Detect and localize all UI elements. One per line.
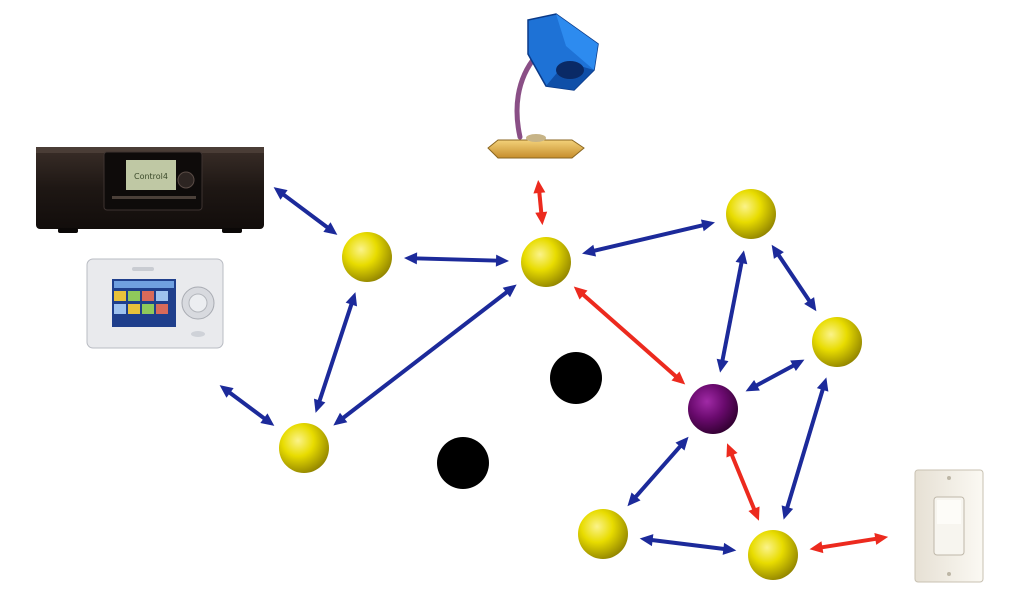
nodes-layer bbox=[279, 189, 862, 580]
link-line bbox=[226, 389, 268, 422]
link-line bbox=[729, 451, 757, 513]
link-line bbox=[413, 256, 500, 263]
arrowhead bbox=[273, 187, 288, 200]
link-line bbox=[775, 251, 813, 305]
link-n2-n4 bbox=[582, 219, 715, 257]
arrowhead bbox=[671, 371, 686, 385]
yellow-node bbox=[812, 317, 862, 367]
link-n4-n5 bbox=[771, 244, 817, 312]
arrowhead bbox=[781, 505, 794, 520]
arrowhead bbox=[804, 297, 817, 312]
link-line bbox=[579, 291, 680, 380]
arrowhead bbox=[745, 379, 760, 392]
arrowhead bbox=[771, 244, 784, 259]
arrowhead bbox=[790, 359, 805, 372]
link-line bbox=[819, 536, 879, 550]
link-line bbox=[784, 386, 826, 511]
arrowhead bbox=[333, 412, 348, 426]
yellow-node bbox=[279, 423, 329, 473]
arrowhead bbox=[809, 541, 824, 554]
arrowhead bbox=[700, 219, 715, 232]
link-n7-n8 bbox=[639, 534, 737, 555]
link-n6-n7 bbox=[627, 436, 689, 507]
link-n4-n6 bbox=[716, 250, 748, 373]
arrowhead bbox=[260, 413, 275, 426]
arrowhead bbox=[403, 252, 418, 265]
arrowhead bbox=[748, 506, 760, 521]
touch-panel-icon bbox=[86, 258, 224, 349]
arrowhead bbox=[582, 244, 597, 257]
yellow-node bbox=[578, 509, 628, 559]
controller-box-icon: Control4 bbox=[36, 147, 264, 233]
purple-node bbox=[688, 384, 738, 434]
arrowhead bbox=[323, 222, 338, 235]
arrowhead bbox=[726, 443, 738, 458]
arrowhead bbox=[502, 284, 517, 298]
wall-switch-icon bbox=[914, 469, 984, 583]
arrowhead bbox=[874, 532, 889, 545]
link-line bbox=[591, 222, 706, 254]
black-node bbox=[550, 352, 602, 404]
link-n1-n3 bbox=[313, 292, 358, 413]
arrowhead bbox=[816, 377, 829, 392]
yellow-node bbox=[726, 189, 776, 239]
arrowhead bbox=[722, 542, 737, 555]
link-touchpanel-n3 bbox=[219, 385, 275, 426]
yellow-node bbox=[748, 530, 798, 580]
link-line bbox=[753, 362, 797, 389]
yellow-node bbox=[521, 237, 571, 287]
link-n8-switch bbox=[809, 532, 889, 554]
link-n6-n8 bbox=[726, 443, 760, 521]
link-lamp-n2 bbox=[533, 179, 548, 226]
link-line bbox=[632, 442, 684, 501]
links-layer bbox=[219, 179, 889, 555]
arrowhead bbox=[639, 534, 654, 547]
arrowhead bbox=[735, 250, 748, 265]
arrowhead bbox=[533, 179, 546, 194]
link-line bbox=[316, 301, 355, 404]
arrowhead bbox=[716, 358, 729, 373]
desk-lamp-icon bbox=[425, 0, 657, 165]
link-line bbox=[649, 537, 727, 552]
arrowhead bbox=[675, 436, 689, 451]
yellow-node bbox=[342, 232, 392, 282]
arrowhead bbox=[345, 292, 358, 307]
link-line bbox=[720, 259, 744, 364]
arrowhead bbox=[313, 398, 326, 413]
link-n5-n6 bbox=[745, 359, 805, 392]
link-line bbox=[537, 189, 544, 216]
link-controller-n1 bbox=[273, 187, 338, 235]
link-line bbox=[340, 289, 510, 421]
arrowhead bbox=[535, 211, 548, 226]
link-n1-n2 bbox=[403, 252, 510, 267]
arrowhead bbox=[573, 286, 588, 300]
arrowhead bbox=[219, 385, 234, 398]
black-node bbox=[437, 437, 489, 489]
controller-brand-label: Control4 bbox=[134, 172, 168, 181]
link-n2-n6 bbox=[573, 286, 686, 385]
link-n3-n2 bbox=[333, 284, 517, 426]
arrowhead bbox=[627, 492, 641, 507]
link-line bbox=[280, 191, 331, 231]
link-n5-n8 bbox=[781, 377, 829, 520]
arrowhead bbox=[495, 254, 510, 267]
